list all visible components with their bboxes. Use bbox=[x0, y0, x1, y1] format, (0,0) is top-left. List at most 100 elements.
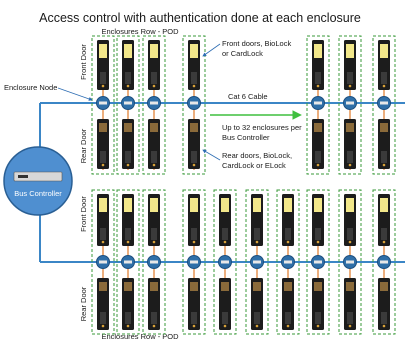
lock-handle bbox=[191, 228, 197, 240]
enclosure-top-6 bbox=[338, 35, 362, 175]
enclosure-dashed-border bbox=[142, 35, 166, 175]
lock-handle bbox=[191, 72, 197, 84]
lock-keyhole bbox=[316, 84, 320, 88]
enclosure-dashed-border bbox=[338, 189, 362, 335]
lock-panel bbox=[150, 282, 158, 291]
lock-keyhole bbox=[192, 324, 196, 328]
enclosure-bottom-1 bbox=[91, 189, 115, 335]
lock-handle bbox=[254, 228, 260, 240]
front-door-lock-3 bbox=[148, 194, 160, 246]
lock-panel bbox=[314, 282, 322, 291]
lock-keyhole bbox=[286, 324, 290, 328]
front-door-lock-2 bbox=[122, 194, 134, 246]
front-door-lock-5 bbox=[219, 194, 231, 246]
bus-controller-display bbox=[18, 175, 28, 178]
lock-keyhole bbox=[223, 240, 227, 244]
enclosure-node-device bbox=[380, 101, 388, 105]
enclosure-top-3 bbox=[142, 35, 166, 175]
lock-panel bbox=[221, 282, 229, 291]
enclosure-bottom-10 bbox=[372, 189, 396, 335]
lock-panel bbox=[380, 282, 388, 291]
lock-panel bbox=[124, 198, 132, 212]
capacity-note-line1: Up to 32 enclosures per bbox=[222, 123, 302, 132]
lock-keyhole bbox=[223, 324, 227, 328]
lock-panel bbox=[253, 282, 261, 291]
lock-keyhole bbox=[152, 240, 156, 244]
lock-handle bbox=[100, 312, 106, 324]
lock-keyhole bbox=[126, 163, 130, 167]
lock-panel bbox=[190, 282, 198, 291]
enclosure-dashed-border bbox=[306, 189, 330, 335]
enclosure-dashed-border bbox=[306, 35, 330, 175]
lock-keyhole bbox=[316, 240, 320, 244]
enclosure-node-leader bbox=[57, 87, 93, 101]
lock-panel bbox=[99, 123, 107, 132]
front-door-lock-1 bbox=[97, 194, 109, 246]
lock-panel bbox=[190, 198, 198, 212]
lock-keyhole bbox=[101, 163, 105, 167]
bus-controller: Bus Controller bbox=[3, 146, 73, 216]
rear-door-lock-8 bbox=[312, 278, 324, 330]
lock-keyhole bbox=[152, 84, 156, 88]
lock-handle bbox=[125, 228, 131, 240]
lock-panel bbox=[99, 44, 107, 58]
rear-door-lock-10 bbox=[378, 278, 390, 330]
lock-handle bbox=[285, 312, 291, 324]
lock-keyhole bbox=[255, 240, 259, 244]
enclosure-node-device bbox=[253, 260, 261, 264]
lock-handle bbox=[151, 312, 157, 324]
lock-handle bbox=[151, 151, 157, 163]
enclosure-top-2 bbox=[116, 35, 140, 175]
lock-keyhole bbox=[348, 240, 352, 244]
lock-handle bbox=[315, 312, 321, 324]
rear-door-lock-4 bbox=[188, 278, 200, 330]
enclosure-node-device bbox=[346, 101, 354, 105]
front-door-label-bottom: Front Door bbox=[79, 196, 88, 232]
front-doors-leader bbox=[202, 43, 221, 57]
lock-panel bbox=[380, 123, 388, 132]
enclosure-top-5 bbox=[306, 35, 330, 175]
front-door-lock-3 bbox=[148, 40, 160, 90]
front-doors-note-line2: or CardLock bbox=[222, 49, 263, 58]
rear-door-lock-5 bbox=[312, 119, 324, 169]
lock-panel bbox=[99, 282, 107, 291]
lock-keyhole bbox=[348, 163, 352, 167]
enclosure-node-device bbox=[314, 101, 322, 105]
front-door-lock-6 bbox=[251, 194, 263, 246]
capacity-note-line2: Bus Controller bbox=[222, 133, 270, 142]
front-door-lock-4 bbox=[188, 40, 200, 90]
lock-handle bbox=[191, 312, 197, 324]
enclosure-dashed-border bbox=[116, 35, 140, 175]
lock-handle bbox=[381, 312, 387, 324]
lock-handle bbox=[151, 72, 157, 84]
rear-door-lock-6 bbox=[344, 119, 356, 169]
lock-handle bbox=[191, 151, 197, 163]
rear-door-lock-3 bbox=[148, 278, 160, 330]
rear-door-lock-4 bbox=[188, 119, 200, 169]
enclosure-bottom-6 bbox=[245, 189, 269, 335]
rear-door-lock-2 bbox=[122, 278, 134, 330]
enclosure-node-device bbox=[124, 101, 132, 105]
lock-panel bbox=[284, 198, 292, 212]
enclosure-dashed-border bbox=[245, 189, 269, 335]
lock-panel bbox=[150, 123, 158, 132]
enclosure-bottom-7 bbox=[276, 189, 300, 335]
front-door-lock-4 bbox=[188, 194, 200, 246]
enclosure-top-7 bbox=[372, 35, 396, 175]
rear-door-lock-7 bbox=[282, 278, 294, 330]
enclosure-node-device bbox=[380, 260, 388, 264]
lock-keyhole bbox=[152, 163, 156, 167]
enclosure-node-device bbox=[346, 260, 354, 264]
lock-keyhole bbox=[382, 163, 386, 167]
bus-controller-device bbox=[13, 171, 63, 182]
rear-door-lock-7 bbox=[378, 119, 390, 169]
bus-controller-label: Bus Controller bbox=[14, 189, 62, 198]
lock-panel bbox=[346, 282, 354, 291]
lock-handle bbox=[100, 72, 106, 84]
lock-handle bbox=[100, 228, 106, 240]
lock-panel bbox=[346, 198, 354, 212]
front-door-lock-2 bbox=[122, 40, 134, 90]
diagram-title: Access control with authentication done … bbox=[39, 11, 361, 25]
lock-handle bbox=[347, 72, 353, 84]
lock-panel bbox=[124, 44, 132, 58]
